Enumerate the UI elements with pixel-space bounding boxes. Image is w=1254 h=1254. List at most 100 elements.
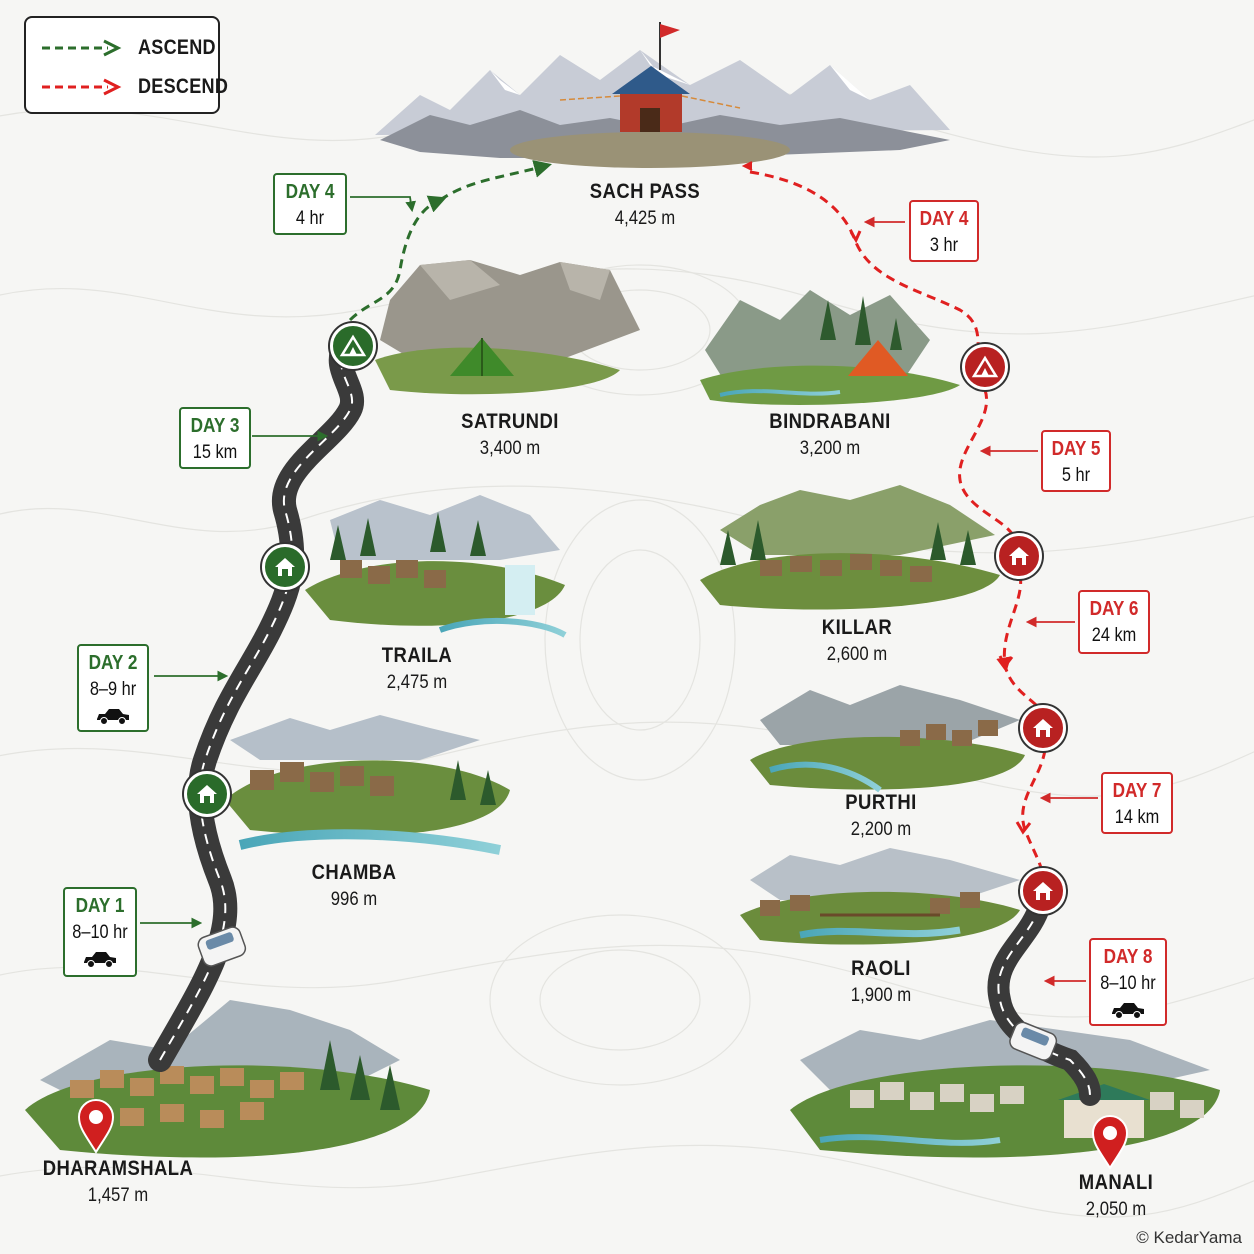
place-name: CHAMBA: [311, 861, 397, 884]
home-icon: [1033, 719, 1053, 737]
home-icon: [197, 785, 217, 803]
killar-home-marker: [996, 533, 1042, 579]
bindrabani-camp-marker: [962, 344, 1008, 390]
day-label: DAY 3: [190, 415, 240, 437]
manali-scenery: [790, 1020, 1220, 1158]
day-label: DAY 7: [1112, 780, 1162, 802]
purthi-scenery: [750, 685, 1025, 793]
place-elevation: 4,425 m: [614, 208, 676, 229]
day-label: DAY 8: [1103, 946, 1153, 968]
day-detail: 3 hr: [929, 235, 959, 256]
place-elevation: 2,475 m: [386, 672, 448, 693]
place-elevation: 1,900 m: [850, 985, 912, 1006]
day-label: DAY 4: [285, 181, 335, 203]
raoli-home-marker: [1020, 868, 1066, 914]
day-box-4-ascend: DAY 4 4 hr: [273, 173, 347, 235]
place-name: MANALI: [1078, 1171, 1154, 1194]
day-box-5: DAY 5 5 hr: [1041, 430, 1111, 492]
raoli-scenery: [740, 848, 1020, 945]
place-name: TRAILA: [381, 644, 453, 667]
chamba-scenery: [225, 715, 510, 855]
descend-trail-4: [1021, 749, 1047, 881]
day-connector-arrows: [140, 196, 1098, 987]
legend-descend-label: DESCEND: [138, 75, 229, 98]
place-elevation: 3,400 m: [479, 438, 541, 459]
day-label: DAY 5: [1051, 438, 1101, 460]
place-raoli: RAOLI 1,900 m: [791, 957, 971, 1007]
place-elevation: 2,050 m: [1085, 1199, 1147, 1220]
day-label: DAY 1: [75, 895, 125, 917]
place-sach-pass: SACH PASS 4,425 m: [555, 180, 735, 230]
place-elevation: 996 m: [330, 889, 378, 910]
place-bindrabani: BINDRABANI 3,200 m: [740, 410, 920, 460]
place-elevation: 2,600 m: [826, 644, 888, 665]
place-elevation: 3,200 m: [799, 438, 861, 459]
day-box-3: DAY 3 15 km: [179, 407, 251, 469]
place-name: SATRUNDI: [461, 410, 559, 433]
day-box-6: DAY 6 24 km: [1078, 590, 1150, 654]
place-traila: TRAILA 2,475 m: [327, 644, 507, 694]
descend-trail-2: [958, 389, 1017, 541]
day-label: DAY 2: [88, 652, 138, 674]
traila-scenery: [305, 495, 567, 638]
sach-pass-scenery: [375, 22, 950, 168]
day-detail: 8–10 hr: [1100, 973, 1156, 994]
place-name: DHARAMSHALA: [42, 1157, 194, 1180]
home-icon: [1033, 882, 1053, 900]
day-label: DAY 6: [1089, 598, 1139, 620]
satrundi-camp-marker: [330, 323, 376, 369]
day-detail: 8–9 hr: [89, 679, 137, 700]
ascend-trail: [348, 195, 447, 322]
descend-trail-3: [996, 574, 1044, 713]
descend-trail: [749, 170, 982, 361]
camp-icon: [971, 355, 999, 378]
legend-descend: DESCEND: [38, 72, 243, 102]
ascend-road: [148, 333, 364, 1072]
place-name: PURTHI: [845, 791, 917, 814]
car-icon: [84, 952, 116, 968]
place-chamba: CHAMBA 996 m: [264, 861, 444, 911]
satrundi-scenery: [375, 260, 640, 395]
day-label: DAY 4: [919, 208, 969, 230]
place-name: BINDRABANI: [769, 410, 891, 433]
traila-home-marker: [262, 544, 308, 590]
place-elevation: 2,200 m: [850, 819, 912, 840]
place-elevation: 1,457 m: [87, 1185, 149, 1206]
day-box-1: DAY 1 8–10 hr: [63, 887, 137, 977]
car-descend: [1009, 1021, 1058, 1061]
day-detail: 5 hr: [1061, 465, 1091, 486]
purthi-home-marker: [1020, 705, 1066, 751]
ascend-trail-summit: [439, 160, 552, 202]
day-box-8: DAY 8 8–10 hr: [1089, 938, 1167, 1026]
dharamshala-scenery: [25, 1000, 430, 1158]
place-name: RAOLI: [851, 957, 911, 980]
car-ascend: [197, 926, 247, 967]
credit: © KedarYama: [1136, 1228, 1242, 1247]
day-detail: 24 km: [1091, 625, 1137, 646]
day-detail: 8–10 hr: [72, 922, 128, 943]
legend-ascend: ASCEND: [38, 33, 228, 63]
car-icon: [1112, 1003, 1144, 1019]
day-box-7: DAY 7 14 km: [1101, 772, 1173, 834]
place-name: SACH PASS: [589, 180, 701, 203]
place-purthi: PURTHI 2,200 m: [791, 791, 971, 841]
home-icon: [1009, 547, 1029, 565]
descend-road: [987, 894, 1101, 1106]
location-pin-icon: [1091, 1115, 1129, 1170]
place-name: KILLAR: [821, 616, 893, 639]
place-manali: MANALI 2,050 m: [1026, 1171, 1206, 1221]
place-dharamshala: DHARAMSHALA 1,457 m: [18, 1157, 218, 1207]
killar-scenery: [700, 485, 1000, 610]
location-pin-icon: [77, 1099, 115, 1154]
legend-ascend-label: ASCEND: [138, 36, 216, 59]
day-detail: 15 km: [192, 442, 238, 463]
place-killar: KILLAR 2,600 m: [767, 616, 947, 666]
day-detail: 14 km: [1114, 807, 1160, 828]
place-satrundi: SATRUNDI 3,400 m: [420, 410, 600, 460]
day-box-2: DAY 2 8–9 hr: [77, 644, 149, 732]
descend-arrow-icon: [42, 78, 122, 96]
camp-icon: [339, 334, 367, 357]
chamba-home-marker: [184, 771, 230, 817]
day-detail: 4 hr: [295, 208, 325, 229]
